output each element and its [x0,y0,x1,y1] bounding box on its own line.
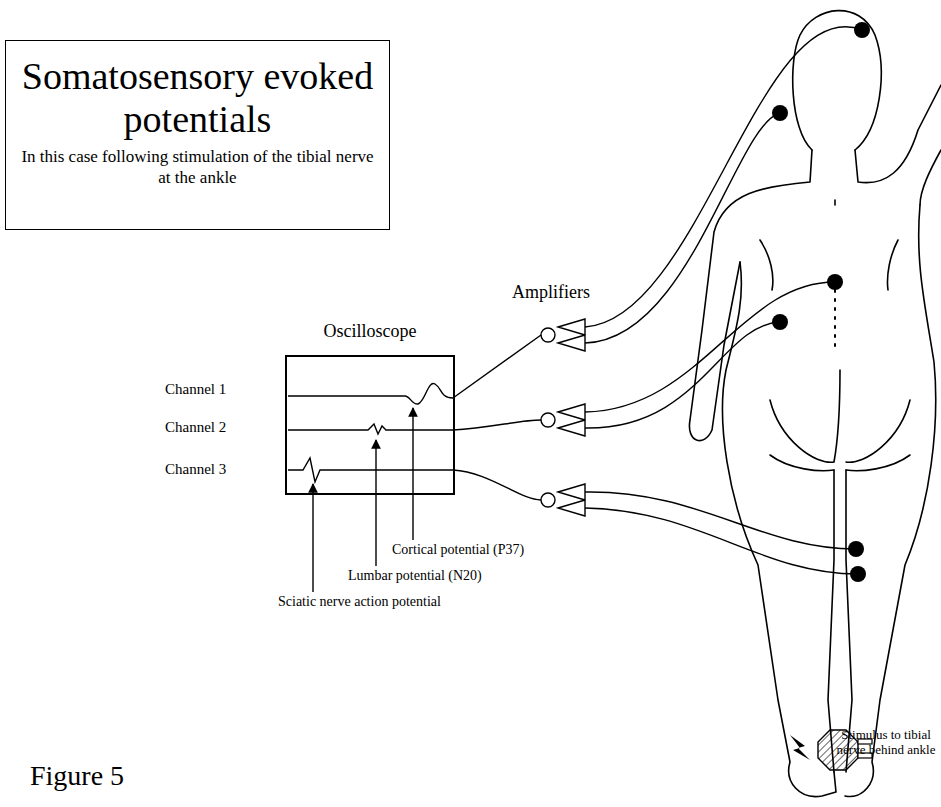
leader-arrow [313,408,413,592]
amplifiers-label: Amplifiers [512,282,590,303]
oscilloscope-heading: Oscilloscope [324,321,417,342]
body-outline [689,11,941,797]
title-box: Somatosensory evoked potentials In this c… [5,40,390,230]
electrode [772,22,870,582]
figure-label: Figure 5 [30,760,124,792]
lightning-symbol [790,735,810,760]
potential-label: Cortical potential (P37) [392,542,524,558]
trace [288,335,541,500]
amplifier-symbol [541,319,585,516]
channel-label: Channel 3 [165,461,226,478]
channel-label: Channel 2 [165,419,226,436]
potential-label: Lumbar potential (N20) [348,568,482,584]
potential-label: Sciatic nerve action potential [278,594,441,610]
subtitle: In this case following stimulation of th… [18,146,377,189]
oscilloscope-box: Oscilloscope [285,355,455,495]
electrode-wire [585,27,862,574]
title: Somatosensory evoked potentials [18,55,377,140]
channel-label: Channel 1 [165,381,226,398]
stimulus-label: Stimulus to tibial nerve behind ankle [836,728,936,758]
